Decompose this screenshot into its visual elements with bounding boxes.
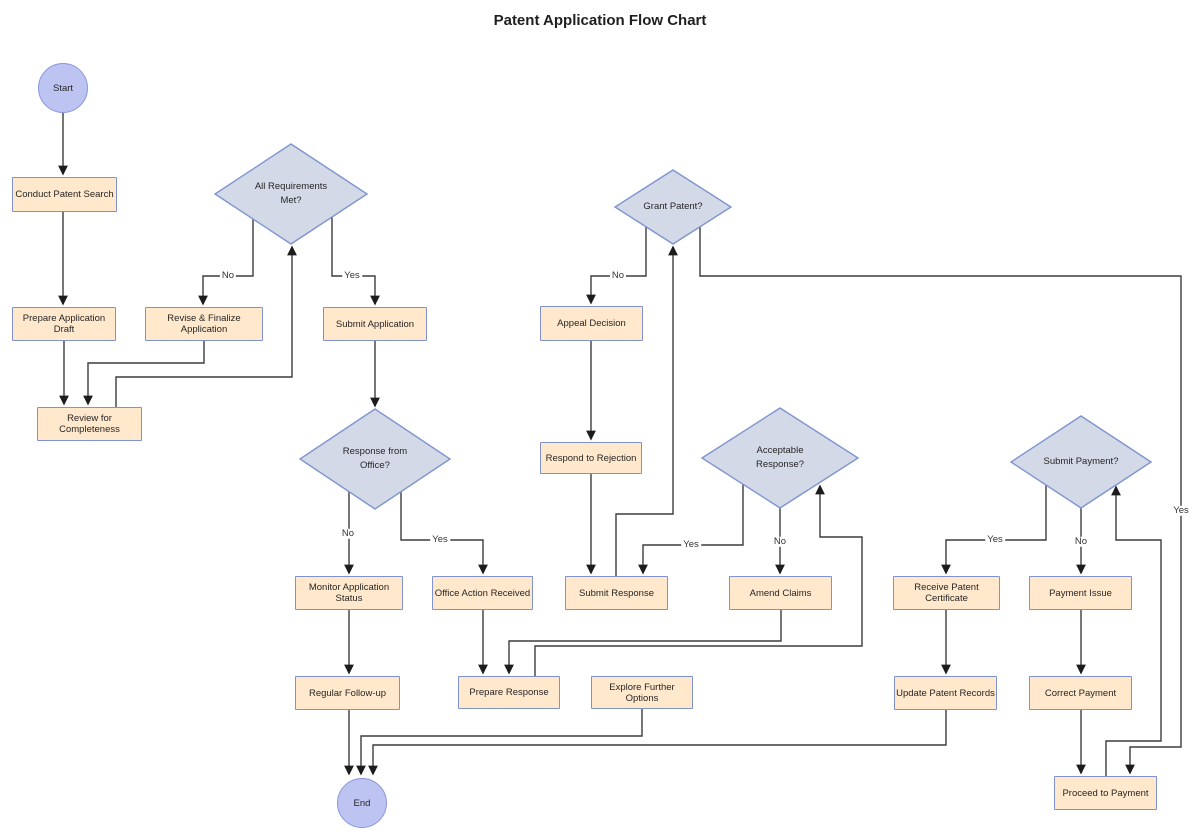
node-submit-application: Submit Application	[323, 307, 427, 341]
edge-label-office-no: No	[339, 527, 357, 540]
edge-label-acceptable-yes: Yes	[681, 538, 701, 551]
node-grant-patent-label: Grant Patent?	[643, 201, 703, 213]
edge-acceptable-yes-to-submit-response	[638, 484, 744, 575]
node-respond-to-rejection: Respond to Rejection	[540, 442, 642, 474]
node-start: Start	[38, 63, 88, 113]
edge-label-grant-no: No	[609, 269, 627, 282]
node-submit-payment-shape	[1009, 415, 1153, 509]
edge-update-records-to-end	[368, 710, 947, 776]
node-prepare-response: Prepare Response	[458, 676, 560, 709]
edge-amend-claims-to-prepare-response	[504, 610, 782, 675]
node-submit-payment-label: Submit Payment?	[1043, 456, 1119, 468]
edge-label-payment-yes: Yes	[985, 533, 1005, 546]
node-correct-payment: Correct Payment	[1029, 676, 1132, 710]
node-monitor-application-status: Monitor Application Status	[295, 576, 403, 610]
edge-review-to-all-requirements	[115, 245, 297, 407]
edge-label-payment-no: No	[1072, 535, 1090, 548]
edge-label-acceptable-no: No	[771, 535, 789, 548]
node-all-requirements-met-shape	[213, 143, 369, 245]
edge-payment-yes-to-receive-certificate	[941, 485, 1047, 575]
edge-grant-no-to-appeal	[586, 227, 647, 305]
node-submit-response: Submit Response	[565, 576, 668, 610]
node-office-action-received: Office Action Received	[432, 576, 533, 610]
page-title: Patent Application Flow Chart	[493, 12, 707, 29]
node-grant-patent-shape	[613, 169, 733, 245]
edge-label-grant-yes: Yes	[1171, 504, 1191, 517]
node-revise-finalize-application: Revise & Finalize Application	[145, 307, 263, 341]
node-acceptable-response-shape	[700, 407, 860, 509]
node-response-from-office-label: Response from Office?	[342, 446, 408, 471]
edge-proceed-payment-to-submit-payment	[1105, 485, 1162, 776]
node-proceed-to-payment: Proceed to Payment	[1054, 776, 1157, 810]
node-all-requirements-met-label: All Requirements Met?	[254, 181, 328, 206]
node-acceptable-response-label: Acceptable Response?	[755, 445, 805, 470]
edge-response-office-yes-to-office-action	[400, 492, 488, 575]
edge-all-requirements-yes-to-submit-application	[331, 217, 380, 306]
edge-prepare-response-to-acceptable	[534, 484, 863, 676]
node-response-from-office-shape	[298, 408, 452, 510]
node-receive-patent-certificate: Receive Patent Certificate	[893, 576, 1000, 610]
node-regular-follow-up: Regular Follow-up	[295, 676, 400, 710]
edge-all-requirements-no-to-revise	[198, 219, 254, 306]
node-end: End	[337, 778, 387, 828]
node-update-patent-records: Update Patent Records	[894, 676, 997, 710]
node-prepare-application-draft: Prepare Application Draft	[12, 307, 116, 341]
node-payment-issue: Payment Issue	[1029, 576, 1132, 610]
node-conduct-patent-search: Conduct Patent Search	[12, 177, 117, 212]
edge-explore-options-to-end	[356, 709, 643, 776]
node-explore-further-options: Explore Further Options	[591, 676, 693, 709]
edge-revise-to-review	[83, 341, 205, 406]
edge-submit-response-to-grant-patent	[615, 245, 678, 576]
node-amend-claims: Amend Claims	[729, 576, 832, 610]
edge-label-all-requirements-no: No	[219, 269, 237, 282]
node-appeal-decision: Appeal Decision	[540, 306, 643, 341]
node-review-for-completeness: Review for Completeness	[37, 407, 142, 441]
edge-label-all-requirements-yes: Yes	[342, 269, 362, 282]
edge-label-office-yes: Yes	[430, 533, 450, 546]
